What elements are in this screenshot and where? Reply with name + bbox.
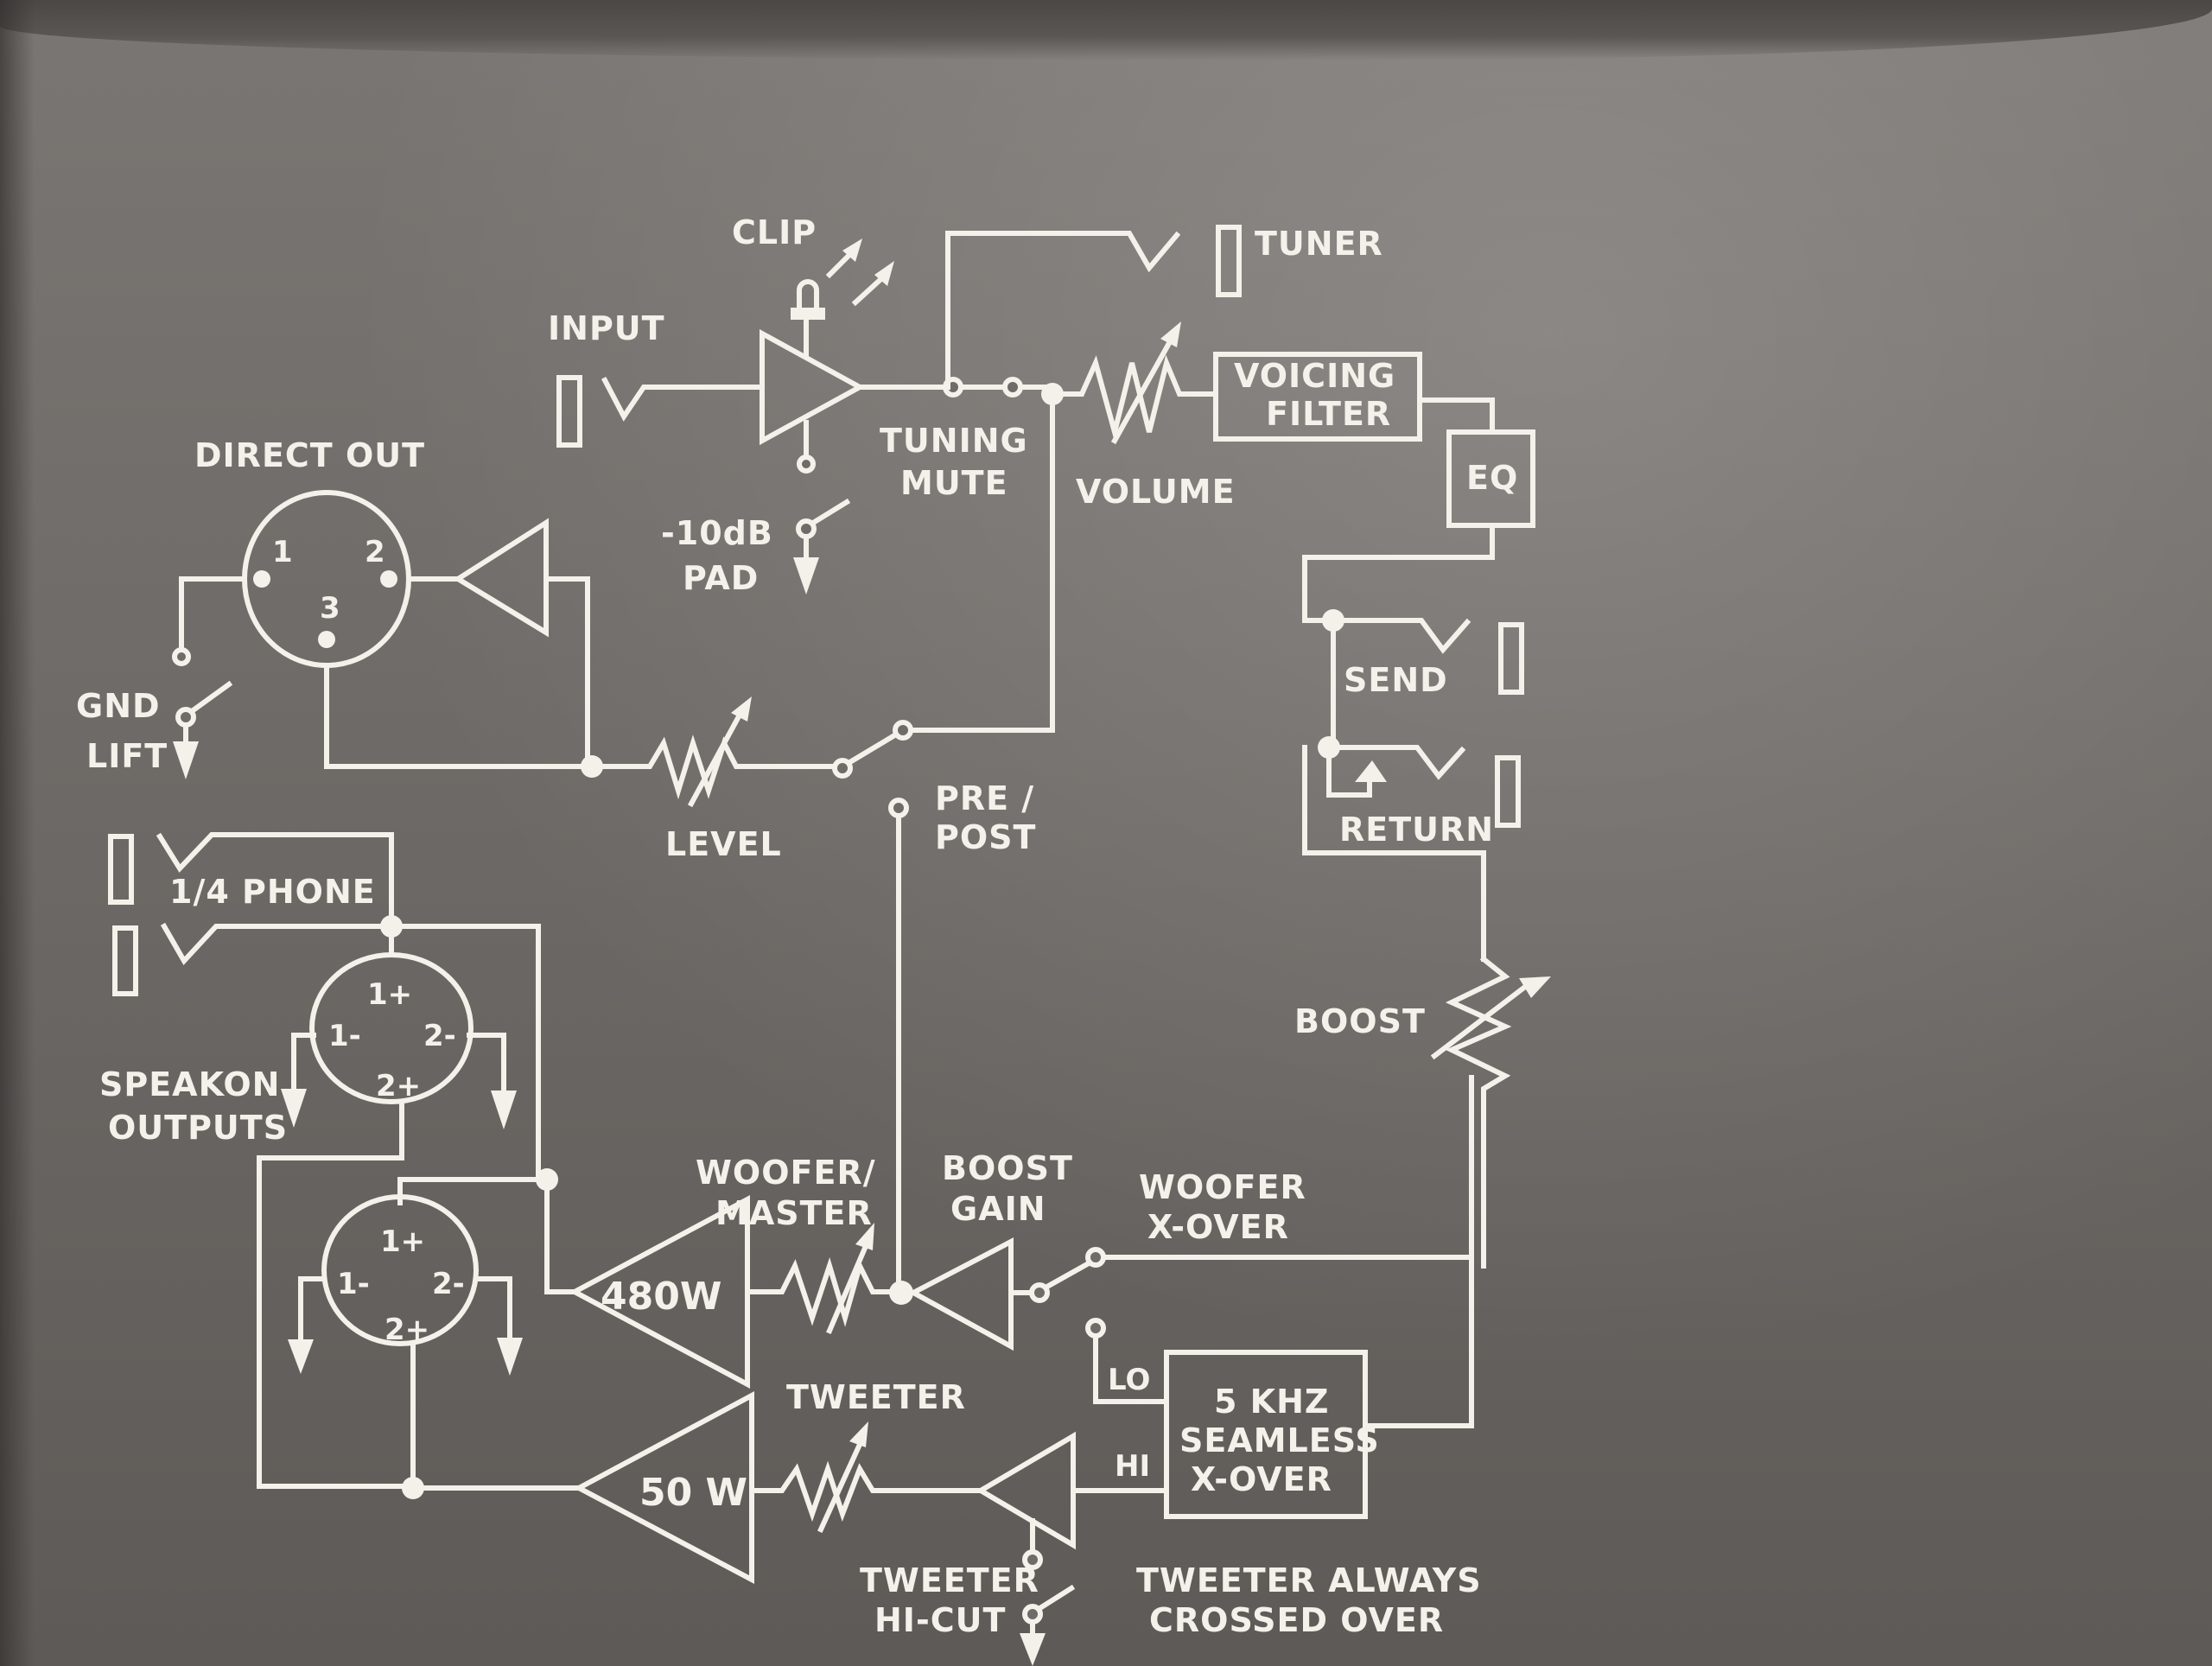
lo-label: LO	[1108, 1363, 1150, 1397]
speakon2-pin-1m: 1-	[337, 1267, 370, 1301]
level-label: LEVEL	[665, 825, 782, 863]
voicing-filter-block	[1213, 352, 1422, 442]
input-jack	[556, 375, 763, 448]
return-label: RETURN	[1339, 811, 1494, 849]
tweeter-hicut-label-line1: TWEETER	[860, 1561, 1039, 1599]
gnd-lift-switch-icon	[172, 576, 247, 779]
woofer-master-label-line1: WOOFER/	[696, 1154, 876, 1192]
woofer-xover-label-line1: WOOFER	[1139, 1168, 1306, 1206]
tuning-mute-label-line1: TUNING	[880, 422, 1028, 460]
xover-label-line3: X-OVER	[1191, 1460, 1332, 1498]
send-label: SEND	[1344, 661, 1448, 699]
speakon1-pin-2m: 2-	[423, 1019, 456, 1053]
tweeter-hicut-label-line2: HI-CUT	[874, 1601, 1006, 1639]
xlr-pin2-label: 2	[365, 535, 385, 569]
woofer-xover-label-line2: X-OVER	[1147, 1208, 1289, 1246]
pre-post-switch-icon	[832, 403, 1055, 1294]
level-pot-icon	[589, 696, 841, 808]
tuner-jack	[945, 225, 1242, 390]
woofer-master-label-line2: MASTER	[715, 1194, 873, 1232]
speakon-connector-2	[288, 1168, 558, 1499]
pre-post-label-line1: PRE /	[935, 779, 1034, 817]
woofer-master-pot-icon	[745, 1223, 901, 1334]
speakon-label-line1: SPEAKON	[99, 1065, 280, 1103]
preamp-triangle-icon	[760, 313, 866, 474]
voicing-filter-label-line1: VOICING	[1234, 357, 1395, 395]
speakon-connector-1	[257, 952, 517, 1489]
speakon2-pin-2m: 2-	[432, 1267, 465, 1301]
tuner-label: TUNER	[1255, 225, 1383, 263]
boost-gain-label-line2: GAIN	[950, 1190, 1046, 1228]
woofer-amp-label: 480W	[601, 1275, 721, 1319]
xover-label-line2: SEAMLESS	[1179, 1421, 1380, 1459]
direct-out-driver-icon	[406, 518, 590, 769]
tweeter-note-line1: TWEETER ALWAYS	[1136, 1561, 1482, 1599]
phone-output-jacks	[108, 832, 541, 1182]
tuning-mute-label-line2: MUTE	[900, 464, 1008, 502]
direct-out-label: DIRECT OUT	[194, 436, 425, 474]
input-label: INPUT	[548, 309, 665, 347]
xlr-pin3-label: 3	[320, 591, 340, 626]
pad-switch-icon	[793, 498, 851, 595]
boost-gain-buffer-icon	[907, 1237, 1093, 1351]
gnd-lift-label-line1: GND	[76, 687, 161, 725]
speakon2-pin-1p: 1+	[380, 1224, 425, 1259]
volume-pot-icon	[1050, 321, 1217, 445]
xover-label-line1: 5 KHZ	[1214, 1383, 1329, 1421]
eq-label: EQ	[1466, 459, 1518, 497]
tweeter-amp-50w-triangle-icon	[410, 1390, 754, 1584]
tweeter-hicut-buffer-icon	[976, 1431, 1076, 1666]
gnd-lift-label-line2: LIFT	[86, 737, 168, 775]
pad-label-line1: -10dB	[661, 514, 773, 552]
volume-label: VOLUME	[1076, 473, 1236, 511]
seamless-xover-block	[1164, 1255, 1474, 1519]
tweeter-note-line2: CROSSED OVER	[1149, 1601, 1444, 1639]
boost-pot-icon	[1430, 955, 1551, 1269]
return-jack	[1318, 736, 1521, 828]
boost-label: BOOST	[1294, 1002, 1426, 1040]
xlr-pin1-label: 1	[272, 535, 293, 569]
panel-left-edge	[0, 0, 35, 1666]
hi-label: HI	[1115, 1449, 1150, 1484]
speakon1-pin-1p: 1+	[367, 977, 412, 1012]
pre-post-label-line2: POST	[935, 818, 1036, 856]
speakon-label-line2: OUTPUTS	[108, 1109, 288, 1147]
tweeter-label: TWEETER	[786, 1378, 966, 1416]
speakon2-pin-2p: 2+	[385, 1313, 429, 1347]
tweeter-level-pot-icon	[749, 1421, 983, 1533]
speakon1-pin-1m: 1-	[328, 1019, 361, 1053]
phone-label: 1/4 PHONE	[169, 873, 376, 911]
xlr-direct-out-connector	[242, 490, 411, 668]
tweeter-amp-label: 50 W	[639, 1471, 747, 1515]
boost-gain-label-line1: BOOST	[942, 1149, 1073, 1187]
pad-label-line2: PAD	[683, 559, 759, 597]
clip-led-icon	[791, 238, 894, 320]
clip-label: CLIP	[732, 213, 817, 251]
speakon1-pin-2p: 2+	[376, 1069, 421, 1103]
tuning-mute-switch-icon	[943, 377, 1064, 405]
voicing-filter-label-line2: FILTER	[1266, 395, 1391, 433]
